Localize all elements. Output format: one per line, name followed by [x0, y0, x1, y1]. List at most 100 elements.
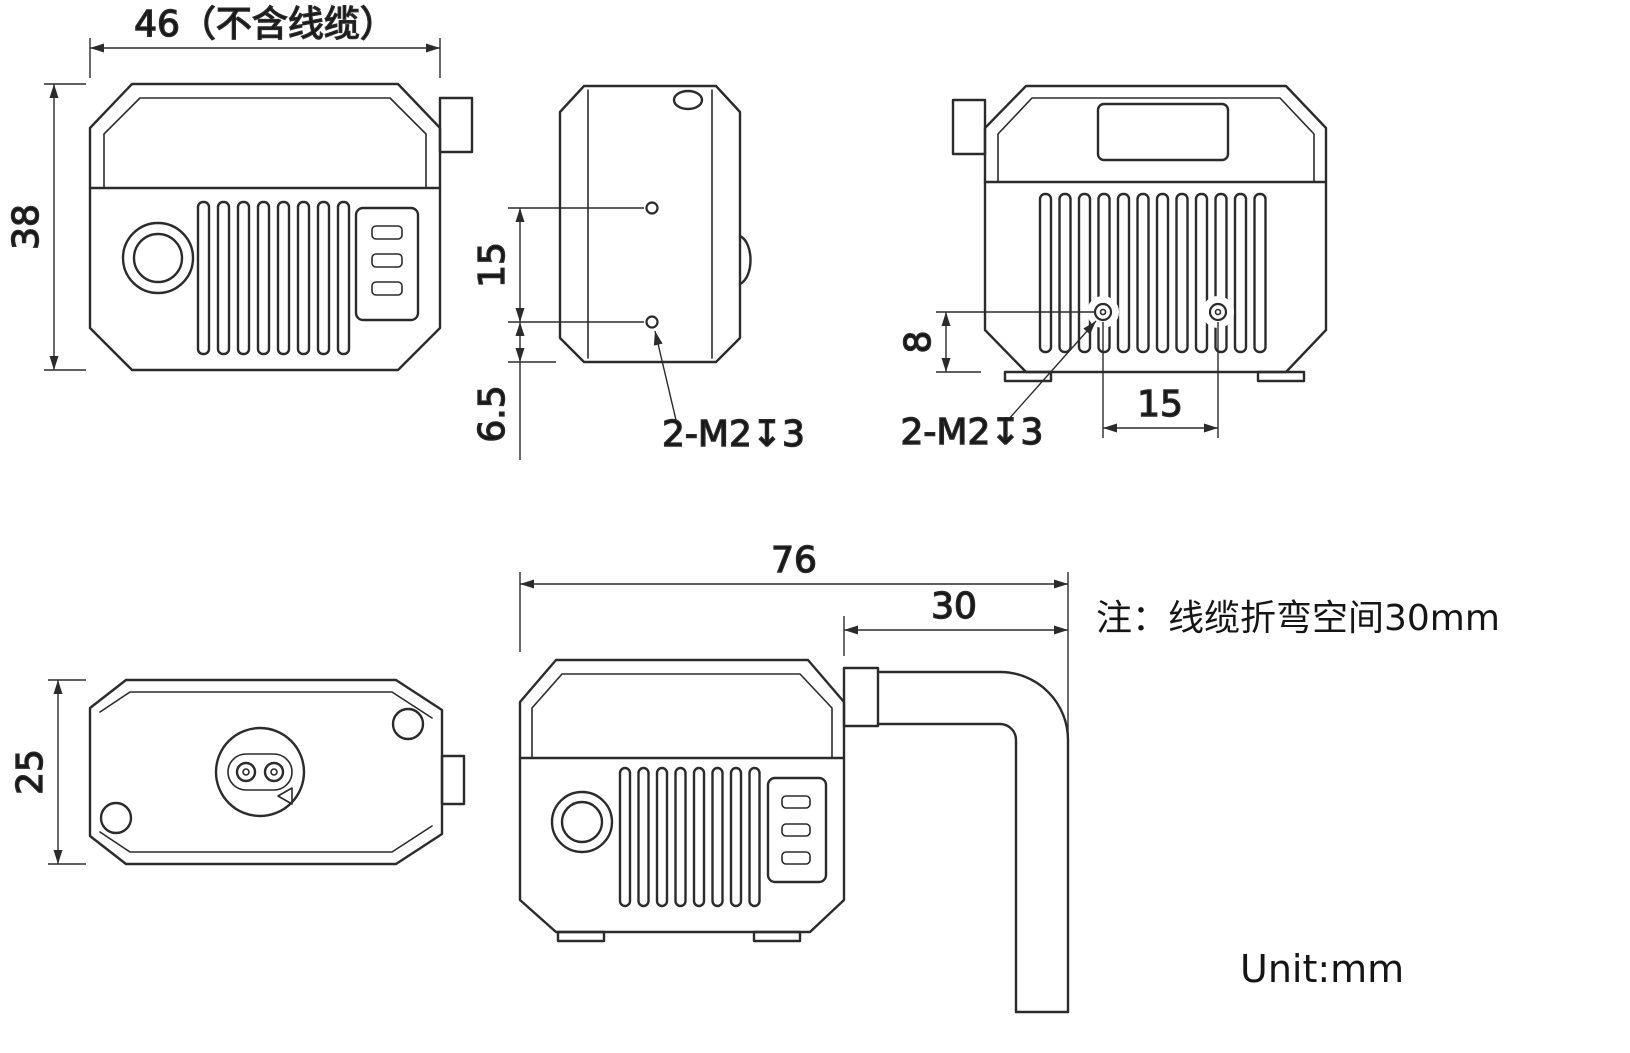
heatsink-fin	[1058, 192, 1072, 354]
note-cable-bend-space: 注：线缆折弯空间30mm	[1096, 598, 1500, 639]
heatsink-fin	[196, 200, 211, 356]
front-lens-inner	[132, 232, 184, 284]
leader-line	[1007, 320, 1097, 421]
cable-side-view	[518, 658, 1070, 1014]
top-triangle-marker	[277, 787, 293, 805]
cable-strain-relief	[842, 666, 880, 728]
dim-height-front: 38	[5, 83, 86, 371]
dim-label-cable-bend: 30	[931, 586, 977, 627]
callout-thread-side: 2-M2↧3	[653, 330, 806, 456]
heatsink-fin	[1194, 192, 1209, 354]
front-indicator-panel	[354, 206, 420, 322]
front-cap-inner-line	[103, 97, 427, 189]
top-side-tab	[440, 754, 466, 806]
side-top-hole	[672, 89, 704, 111]
front-outline	[88, 82, 442, 372]
dim-hole-spacing-back: 15	[1102, 322, 1219, 438]
back-mount-hole-left	[1093, 302, 1113, 322]
thread-label-back: 2-M2↧3	[901, 412, 1044, 453]
cable-view-outline	[518, 658, 846, 934]
heatsink-fin	[1175, 192, 1189, 354]
side-mount-hole-top	[645, 201, 659, 215]
cable-view-lens-inner	[560, 800, 604, 844]
cable-view-foot-right	[752, 930, 802, 943]
hole-center-dot	[1099, 308, 1107, 316]
back-window	[1096, 102, 1230, 162]
back-view	[951, 84, 1328, 383]
dim-label-height-front: 38	[6, 204, 47, 250]
heatsink-fin	[316, 200, 331, 356]
heatsink-fin	[692, 766, 706, 908]
heatsink-fin	[336, 200, 351, 356]
side-view	[558, 84, 752, 364]
cable-view-lens-outer	[550, 790, 614, 854]
hole-center-dot	[270, 768, 278, 776]
heatsink-fin	[711, 766, 724, 908]
heatsink-fin	[296, 200, 311, 356]
leader-line	[653, 330, 677, 421]
dim-label-hole-spacing-side: 15	[472, 242, 513, 288]
back-connector-tab	[951, 98, 987, 156]
back-foot-left	[1003, 370, 1053, 383]
top-center-boss	[214, 726, 306, 818]
callout-thread-back: 2-M2↧3	[900, 320, 1097, 454]
heatsink-fin	[216, 200, 231, 356]
indicator-led	[371, 225, 403, 240]
heatsink-fin	[1097, 192, 1111, 354]
top-corner-hole-left	[99, 801, 133, 835]
heatsink-fin	[1136, 192, 1150, 354]
top-outline	[88, 678, 444, 866]
cable-inner-edge	[876, 722, 1018, 1014]
dim-label-hole-spacing-back: 15	[1137, 384, 1183, 425]
indicator-led	[371, 253, 403, 268]
front-heatsink	[196, 200, 351, 356]
heatsink-fin	[618, 766, 632, 908]
dim-edge-offset-side: 6.5	[471, 322, 556, 460]
heatsink-fin	[637, 766, 650, 908]
dim-width-top: 46（不含线缆）	[89, 3, 441, 78]
hole-center-dot	[242, 768, 250, 776]
side-right-bump	[738, 234, 752, 286]
side-mount-hole-bottom	[645, 315, 659, 329]
side-outline	[558, 84, 742, 364]
heatsink-fin	[1253, 192, 1267, 354]
front-connector-tab	[438, 96, 474, 154]
dim-label-hole-offset-back: 8	[898, 331, 939, 354]
heatsink-fin	[276, 200, 291, 356]
heatsink-fin	[1038, 192, 1053, 354]
top-center-slot	[227, 753, 293, 791]
heatsink-fin	[1233, 192, 1248, 354]
unit-label: Unit:mm	[1240, 947, 1404, 991]
heatsink-fin	[655, 766, 669, 908]
back-cap-inner-line	[997, 97, 1315, 183]
dim-label-edge-offset-side: 6.5	[472, 385, 513, 442]
dim-hole-spacing-side: 15	[471, 207, 644, 323]
back-outline	[983, 84, 1328, 374]
cable-view-cap-inner-line	[531, 673, 833, 759]
top-inner-edge-lower	[99, 825, 433, 853]
top-view	[88, 678, 466, 866]
heatsink-fin	[256, 200, 271, 356]
top-slot-hole-left	[235, 761, 257, 783]
back-mount-hole-right	[1208, 302, 1228, 322]
indicator-led	[781, 795, 811, 809]
indicator-led	[371, 281, 403, 296]
hole-center-dot	[1214, 308, 1222, 316]
heatsink-fin	[1077, 192, 1092, 354]
cable-view-indicator-panel	[766, 776, 828, 884]
dim-label-width-top: 46（不含线缆）	[134, 4, 396, 45]
cable-view-heatsink	[618, 766, 761, 908]
dim-label-total-length: 76	[771, 540, 817, 581]
heatsink-fin	[674, 766, 687, 908]
indicator-led	[781, 823, 811, 837]
heatsink-fin	[729, 766, 743, 908]
back-heatsink	[1038, 192, 1267, 354]
heatsink-fin	[1116, 192, 1131, 354]
thread-label-side: 2-M2↧3	[662, 414, 805, 455]
dim-label-height-top-view: 25	[10, 749, 51, 795]
heatsink-fin	[748, 766, 761, 908]
dim-hole-offset-back: 8	[897, 311, 1094, 373]
top-slot-hole-right	[263, 761, 285, 783]
top-corner-hole-right	[391, 707, 425, 741]
